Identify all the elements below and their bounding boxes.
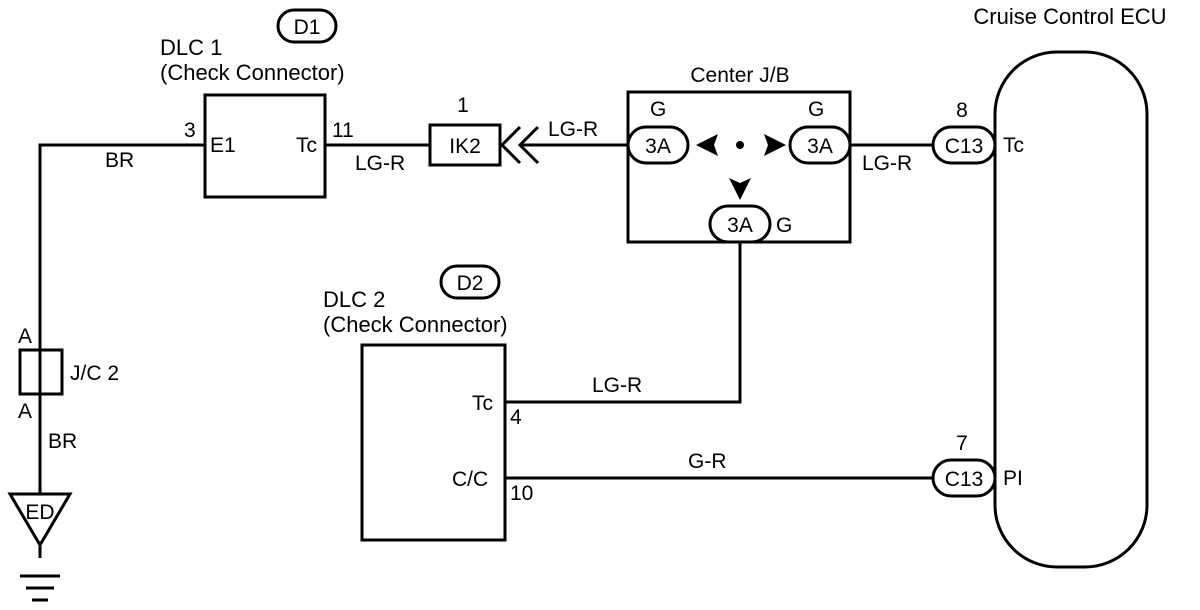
dlc1-e1-label: E1 [210, 134, 236, 157]
ground-triangle [7, 492, 73, 548]
jb-junction-dot [736, 141, 744, 149]
c13-pill [931, 458, 997, 498]
wire-label-lgr-dlc2: LG-R [592, 374, 642, 397]
dlc1: D1 DLC 1 (Check Connector) E1 Tc 3 11 [160, 8, 354, 199]
dlc2-tc-label: Tc [472, 392, 493, 415]
c13-connector-bottom: C13 7 [931, 432, 997, 498]
jb-arrow-right-icon [764, 134, 786, 156]
jb-conn-bottom [708, 204, 772, 244]
ik2-connector: IK2 1 [428, 94, 540, 167]
jc2-pin-a-top: A [18, 325, 32, 348]
jb-g-right: G [808, 98, 824, 121]
jb-conn-right-label: 3A [807, 135, 833, 158]
ground-ed: ED [7, 492, 73, 602]
dlc2-badge [439, 264, 501, 300]
c13-label: C13 [945, 135, 984, 158]
ground-label: ED [25, 501, 54, 524]
c13-pill [931, 125, 997, 165]
wire-label-lgr-ik2: LG-R [548, 118, 598, 141]
jb-g-bottom: G [776, 214, 792, 237]
dlc2-box [360, 343, 507, 542]
dlc2-name: DLC 2 [323, 287, 385, 312]
ik2-pin: 1 [457, 94, 469, 117]
c13-pin-tc: 8 [956, 99, 968, 122]
jb-arrow-down-icon [729, 178, 751, 200]
jb-conn-right [788, 125, 852, 165]
jb-title: Center J/B [690, 64, 789, 87]
ik2-chevron-icon [517, 125, 540, 165]
jc2-pin-a-bottom: A [18, 400, 32, 423]
wire-br [38, 143, 205, 558]
ecu-title: Cruise Control ECU [973, 4, 1166, 29]
wire-label-lgr-c13: LG-R [862, 152, 912, 175]
ik2-chevron-icon [499, 125, 522, 165]
dlc2-pin-tc: 4 [510, 406, 522, 429]
dlc1-badge [276, 8, 338, 44]
wire-label-br-top: BR [105, 149, 134, 172]
wires [38, 143, 1018, 558]
dlc2-pin-cc: 10 [510, 482, 533, 505]
dlc1-subtitle: (Check Connector) [160, 60, 345, 85]
c13-connector-top: C13 8 [931, 99, 997, 165]
dlc2: D2 DLC 2 (Check Connector) Tc C/C 4 10 [323, 264, 533, 542]
jb-conn-left [626, 125, 690, 165]
dlc1-tc-label: Tc [296, 134, 317, 157]
jb-g-left: G [650, 98, 666, 121]
cruise-control-ecu: Cruise Control ECU Tc PI [973, 4, 1167, 569]
dlc1-pin-tc: 11 [332, 119, 354, 142]
jb-conn-bottom-label: 3A [727, 214, 753, 237]
jb-conn-left-label: 3A [645, 135, 671, 158]
ecu-pi-label: PI [1003, 467, 1023, 490]
ecu-body [993, 50, 1149, 569]
wire-label-lgr-dlc1: LG-R [355, 152, 405, 175]
wire-label-gr: G-R [688, 450, 727, 473]
dlc2-badge-label: D2 [457, 272, 484, 295]
wire-label-br-bottom: BR [48, 430, 77, 453]
dlc1-box [203, 93, 327, 199]
jc2-label: J/C 2 [70, 362, 119, 385]
dlc1-pin-e1: 3 [184, 119, 196, 142]
dlc1-badge-label: D1 [294, 16, 321, 39]
wire-labels: BR BR LG-R LG-R LG-R LG-R G-R [48, 118, 912, 473]
dlc2-cc-label: C/C [452, 468, 488, 491]
wire-lgr-jb-dlc2 [505, 242, 742, 404]
ecu-tc-label: Tc [1003, 134, 1024, 157]
ik2-label: IK2 [449, 135, 481, 158]
center-jb: Center J/B 3A G 3A G 3A G [626, 64, 852, 244]
dlc1-name: DLC 1 [160, 35, 222, 60]
dlc2-subtitle: (Check Connector) [323, 312, 508, 337]
jb-arrow-left-icon [696, 134, 718, 156]
ik2-box [428, 123, 502, 167]
c13-label: C13 [945, 468, 984, 491]
c13-pin-pi: 7 [956, 432, 968, 455]
jc2-junction: J/C 2 A A [18, 325, 119, 423]
